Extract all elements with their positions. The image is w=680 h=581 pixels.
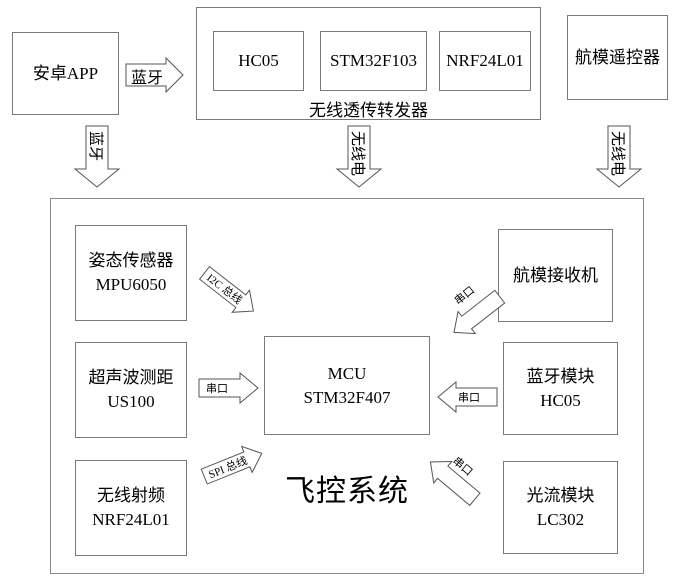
receiver-serial-arrow: 串口 — [452, 284, 506, 335]
bluetooth-module-box: 蓝牙模块 HC05 — [503, 342, 618, 435]
android-app-label: 安卓APP — [32, 63, 99, 83]
rf-module-name: 无线射频 — [97, 486, 165, 505]
optical-flow-label: 光流模块 LC302 — [504, 484, 617, 532]
nrf24l01-top-label: NRF24L01 — [446, 51, 524, 70]
optical-flow-model: LC302 — [536, 509, 585, 529]
ultrasonic-serial-label: 串口 — [206, 382, 228, 395]
ultrasonic-box: 超声波测距 US100 — [75, 342, 187, 438]
rf-module-box: 无线射频 NRF24L01 — [75, 460, 187, 556]
radio-down-label-right: 无线电 — [609, 131, 626, 176]
wireless-transmitter-box: HC05 STM32F103 NRF24L01 无线透传转发器 — [196, 7, 541, 120]
radio-down-label-center: 无线电 — [349, 131, 366, 176]
bluetooth-down-label: 蓝牙 — [87, 131, 104, 161]
bluetooth-module-label: 蓝牙模块 HC05 — [504, 365, 617, 413]
attitude-sensor-label: 姿态传感器 MPU6050 — [76, 249, 186, 297]
mcu-box: MCU STM32F407 — [264, 336, 430, 435]
i2c-bus-label: I2C 总线 — [204, 270, 245, 306]
transmitter-caption: 无线透传转发器 — [309, 101, 428, 120]
rc-receiver-name: 航模接收机 — [513, 265, 598, 285]
ultrasonic-serial-arrow: 串口 — [198, 371, 259, 405]
rf-module-model: NRF24L01 — [92, 510, 170, 529]
rc-receiver-box: 航模接收机 — [498, 229, 613, 322]
nrf24l01-top-box: NRF24L01 — [439, 31, 531, 91]
spi-bus-arrow: SPI 总线 — [200, 445, 263, 485]
bluetooth-arrow-label: 蓝牙 — [131, 70, 164, 87]
ultrasonic-model: US100 — [107, 392, 155, 411]
spi-bus-label: SPI 总线 — [206, 453, 249, 481]
optical-flow-box: 光流模块 LC302 — [503, 461, 618, 554]
flight-control-title: 飞控系统 — [285, 475, 409, 508]
bluetooth-serial-label: 串口 — [458, 391, 480, 404]
android-app-box: 安卓APP — [12, 32, 119, 115]
radio-down-arrow-center: 无线电 — [335, 125, 383, 188]
attitude-sensor-name: 姿态传感器 — [88, 251, 174, 270]
stm32f103-box: STM32F103 — [320, 31, 427, 91]
attitude-sensor-model: MPU6050 — [95, 275, 167, 294]
radio-down-arrow-right: 无线电 — [595, 125, 643, 188]
ultrasonic-label: 超声波测距 US100 — [76, 366, 186, 414]
rc-transmitter-label: 航模遥控器 — [575, 47, 660, 67]
mcu-name: MCU — [327, 363, 367, 383]
bluetooth-module-model: HC05 — [540, 390, 581, 410]
bluetooth-module-name: 蓝牙模块 — [526, 366, 595, 386]
optical-flow-name: 光流模块 — [526, 485, 595, 505]
optical-flow-serial-arrow: 串口 — [429, 454, 481, 507]
ultrasonic-name: 超声波测距 — [88, 368, 174, 387]
stm32f103-label: STM32F103 — [330, 51, 417, 70]
receiver-serial-label: 串口 — [452, 284, 477, 308]
rc-receiver-label: 航模接收机 — [499, 264, 612, 288]
hc05-label: HC05 — [238, 51, 279, 70]
attitude-sensor-box: 姿态传感器 MPU6050 — [75, 225, 187, 321]
i2c-bus-arrow: I2C 总线 — [198, 265, 255, 313]
mcu-model: STM32F407 — [303, 387, 391, 407]
bluetooth-down-arrow: 蓝牙 — [73, 125, 121, 188]
bluetooth-serial-arrow: 串口 — [437, 380, 498, 414]
rc-transmitter-box: 航模遥控器 — [567, 15, 668, 100]
bluetooth-right-arrow — [125, 56, 184, 94]
mcu-label: MCU STM32F407 — [265, 362, 429, 410]
hc05-box: HC05 — [213, 31, 304, 91]
rf-module-label: 无线射频 NRF24L01 — [76, 484, 186, 532]
